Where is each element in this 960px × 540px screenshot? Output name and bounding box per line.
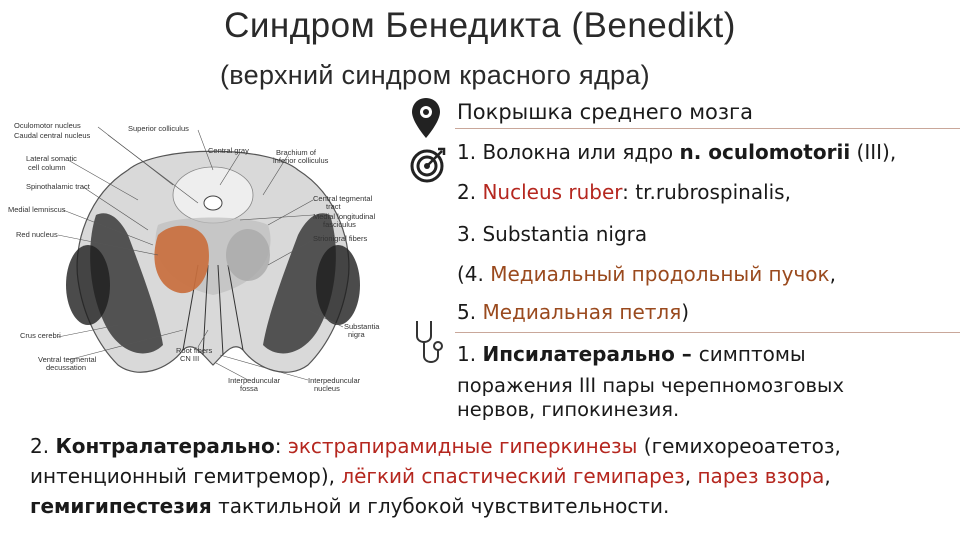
slide-title: Синдром Бенедикта (Benedikt) [224,6,736,45]
item-1-number: 1. [457,140,483,164]
symptom-2-line-1: 2. Контралатерально: экстрапирамидные ги… [30,431,940,461]
item-5: 5. Медиальная петля) [457,300,689,324]
item-2-nucleus-ruber: Nucleus ruber [482,180,623,204]
label-central-tegmental: Central tegmental [313,194,373,203]
label-central-gray: Central gray [208,146,249,155]
symptom-1-continuation: поражения III пары черепномозговых нерво… [457,374,844,422]
symptom-2-text-2: интенционный гемитремор), [30,464,342,488]
symptom-2-text-3: тактильной и глубокой чувствительности. [211,494,670,518]
symptom-2-hemiparesis: спастический гемипарез [421,464,685,488]
stethoscope-icon [416,321,443,363]
item-4: (4. Медиальный продольный пучок, [457,262,836,286]
symptom-2-hyperkinesis: гиперкинезы [498,434,638,458]
label-cell-column: cell column [28,163,66,172]
midbrain-section-drawing [57,126,360,381]
item-4-tail: , [829,262,836,286]
symptom-2-hemihypesthesia: гемигипестезия [30,494,212,518]
item-1-tail: (III), [850,140,897,164]
slide-subtitle: (верхний синдром красного ядра) [220,60,650,90]
item-5-text: Медиальная петля [482,300,682,324]
label-decussation: decussation [46,363,87,372]
label-tract: tract [326,202,341,211]
item-3-number: 3. [457,222,483,246]
symptom-2-gaze-paresis: парез взора [697,464,825,488]
label-substantia-nigra-1: Substantia [344,322,380,331]
label-strionigral: Strionigral fibers [313,234,368,243]
divider-2 [455,332,960,333]
symptom-1: 1. Ипсилатерально – симптомы [457,342,806,366]
item-3: 3. Substantia nigra [457,222,647,246]
item-4-number: (4. [457,262,491,286]
label-spinothalamic: Spinothalamic tract [26,182,90,191]
symptom-2-comma: , [684,464,698,488]
label-superior-colliculus: Superior colliculus [128,124,189,133]
label-interpeduncular-fossa-2: fossa [240,384,258,393]
label-cn3: CN III [180,354,200,363]
item-2: 2. Nucleus ruber: tr.rubrospinalis, [457,180,791,204]
symptom-2-text-1: (гемихореоатетоз, [637,434,841,458]
symptom-1-number: 1. [457,342,483,366]
symptom-2-number: 2. [30,434,56,458]
midbrain-figure: Oculomotor nucleus Caudal central nucleu… [8,115,413,415]
symptom-2-colon: : [274,434,288,458]
item-1: 1. Волокна или ядро n. oculomotorii (III… [457,140,896,164]
item-4-text: Медиальный продольный пучок [490,262,830,286]
section-heading-tegmentum: Покрышка среднего мозга [457,100,753,124]
target-icon [410,147,446,183]
item-3-text: Substantia nigra [482,222,648,246]
label-interpeduncular-nucleus-2: nucleus [314,384,340,393]
symptom-2-line-2: интенционный гемитремор), лёгкий спастич… [30,461,940,491]
label-crus-cerebri: Crus cerebri [20,331,61,340]
item-2-tail: : tr.rubrospinalis, [622,180,791,204]
symptom-1-line-3: нервов, гипокинезия. [457,398,680,421]
symptom-1-ipsilateral: Ипсилатерально – [482,342,699,366]
label-substantia-nigra-2: nigra [348,330,365,339]
item-5-number: 5. [457,300,483,324]
label-brachium: Brachium of [276,148,317,157]
item-1-oculomotor: n. oculomotorii [679,140,851,164]
label-lateral-somatic: Lateral somatic [26,154,77,163]
label-root-fibers: Root fibers [176,346,213,355]
label-interpeduncular-nucleus-1: Interpeduncular [308,376,361,385]
symptom-2: 2. Контралатерально: экстрапирамидные ги… [30,431,940,521]
item-5-tail: ) [681,300,690,324]
item-1-text: Волокна или ядро [482,140,680,164]
label-red-nucleus: Red nucleus [16,230,58,239]
divider-1 [455,128,960,129]
label-oculomotor-nucleus: Oculomotor nucleus [14,121,81,130]
label-inferior-colliculus: inferior colliculus [273,156,329,165]
symptom-2-comma-2: , [824,464,831,488]
label-interpeduncular-fossa-1: Interpeduncular [228,376,281,385]
symptom-1-line-2: поражения III пары черепномозговых [457,374,844,397]
symptom-2-line-3: гемигипестезия тактильной и глубокой чув… [30,491,940,521]
item-2-number: 2. [457,180,483,204]
symptom-2-contralateral: Контралатерально [55,434,275,458]
label-ventral-tegmental: Ventral tegmental [38,355,97,364]
label-medial-lemniscus: Medial lemniscus [8,205,66,214]
label-mlf-1: Medial longitudinal [313,212,376,221]
map-pin-icon [412,98,440,138]
lesion-highlight [154,225,209,294]
label-caudal-central: Caudal central nucleus [14,131,91,140]
symptom-2-extrapyramidal: экстрапирамидные [287,434,499,458]
label-mlf-2: fasciculus [323,220,356,229]
symptom-2-mild: лёгкий [341,464,422,488]
symptom-1-text: симптомы [698,342,806,366]
